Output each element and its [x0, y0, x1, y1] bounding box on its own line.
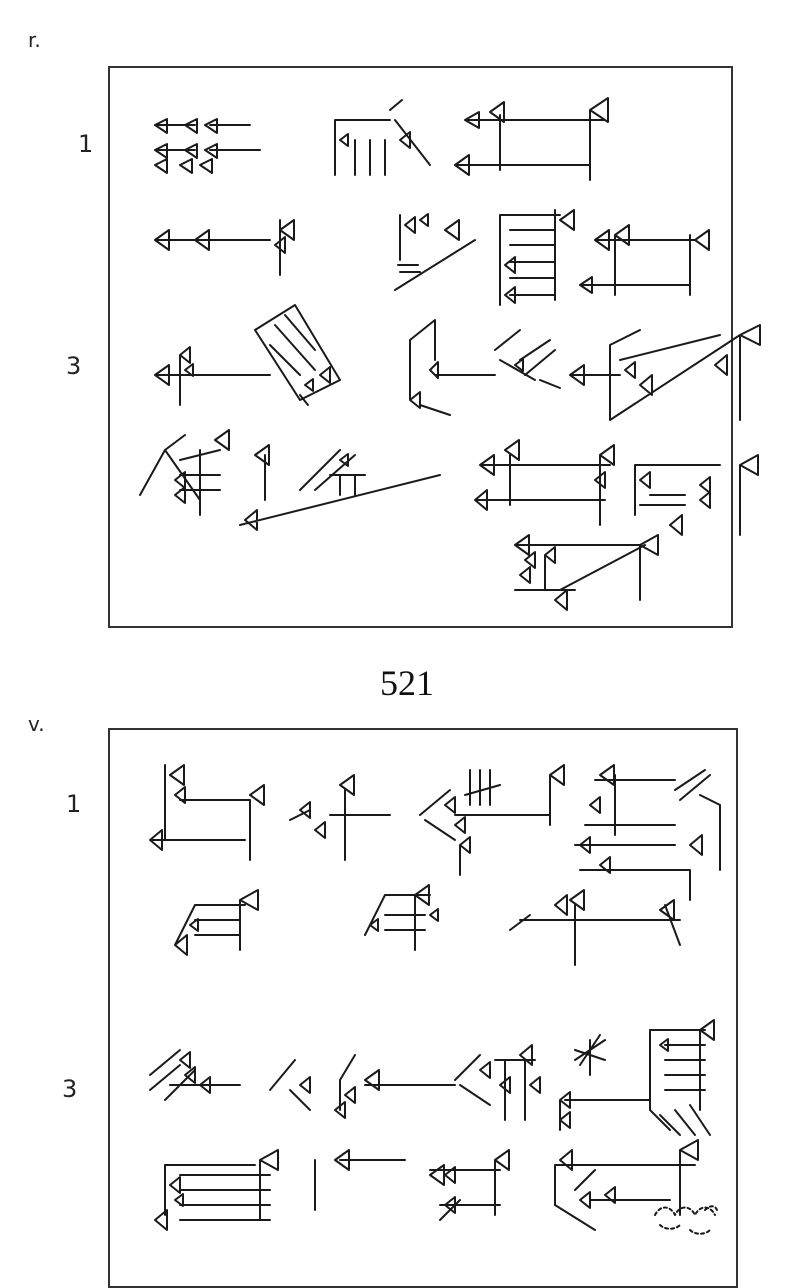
- reverse-line-4-signs: [154, 1139, 718, 1235]
- reverse-line-number-1: 1: [66, 790, 82, 818]
- obverse-line-number-1: 1: [78, 130, 94, 158]
- obverse-cuneiform-signs: [139, 97, 761, 611]
- obverse-line-2-signs: [154, 209, 710, 306]
- reverse-line-number-3: 3: [62, 1075, 78, 1103]
- obverse-frame: [108, 66, 733, 628]
- obverse-line-3-signs: [154, 304, 761, 421]
- tablet-number: 521: [380, 663, 434, 703]
- reverse-side-mark: v.: [28, 712, 45, 736]
- reverse-line-1-signs: [149, 764, 721, 901]
- obverse-line-5-signs: [514, 534, 659, 611]
- obverse-side-mark: r.: [28, 28, 41, 52]
- reverse-line-2-signs: [174, 884, 681, 966]
- reverse-line-3-signs: [149, 1019, 715, 1136]
- obverse-line-1-signs: [154, 97, 609, 181]
- obverse-line-4-signs: [139, 429, 759, 536]
- obverse-line-number-3: 3: [66, 352, 82, 380]
